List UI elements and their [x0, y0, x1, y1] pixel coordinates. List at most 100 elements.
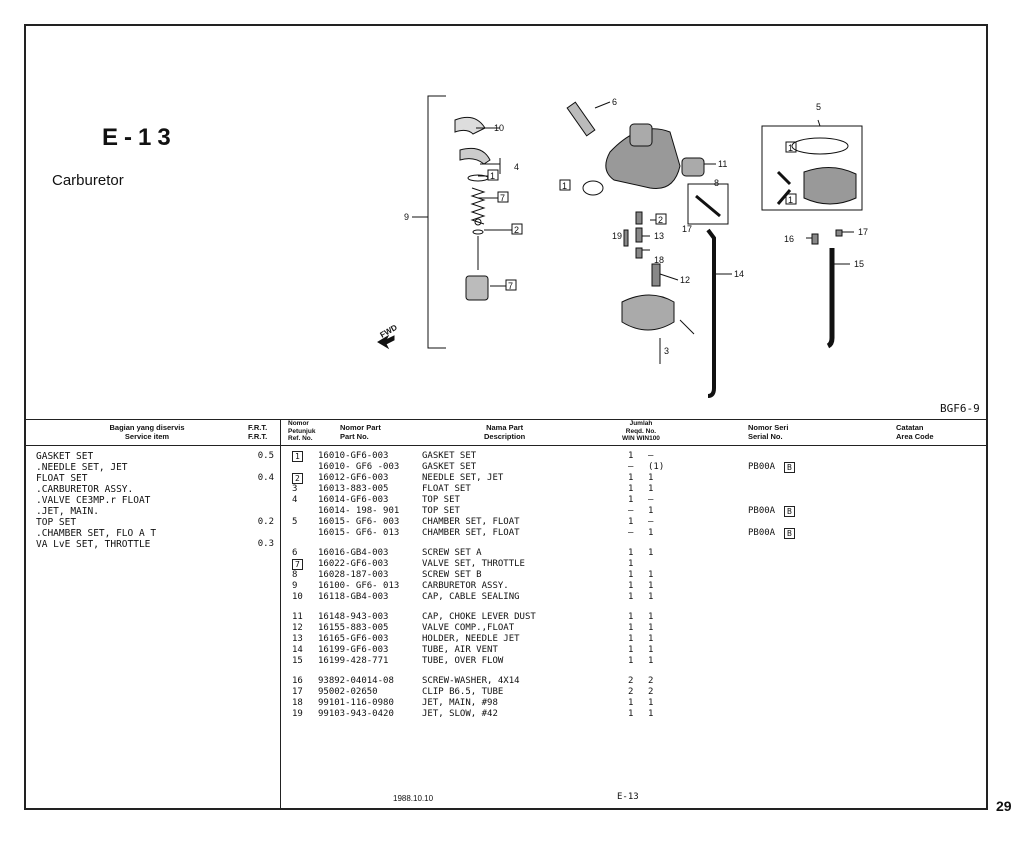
qty-win: 1 — [628, 645, 634, 655]
callout-17-right: 17 — [858, 227, 868, 237]
qty-win100: 1 — [648, 528, 654, 538]
ref-no: 16 — [292, 676, 303, 686]
ref-no: 1 — [292, 451, 303, 462]
description: NEEDLE SET, JET — [422, 473, 504, 483]
qty-win100: — — [648, 495, 654, 505]
section-title: Carburetor — [52, 172, 124, 189]
throttle-valve-part — [465, 275, 489, 301]
ref-no: 14 — [292, 645, 303, 655]
ref-no: 19 — [292, 709, 303, 719]
part-no: 93892-04014-08 — [318, 676, 394, 686]
description: CAP, CHOKE LEVER DUST — [422, 612, 536, 622]
qty-win: — — [628, 506, 634, 516]
description: CARBURETOR ASSY. — [422, 581, 509, 591]
gasket-ring — [582, 180, 604, 196]
ref-no: 12 — [292, 623, 303, 633]
qty-win: 1 — [628, 570, 634, 580]
page-number: 29 — [996, 798, 1012, 814]
qty-win100: 1 — [648, 570, 654, 580]
screw-set-part — [566, 101, 596, 137]
ref-no: 3 — [292, 484, 298, 494]
header-qty: Jumlah Reqd. No. WIN WIN100 — [622, 420, 660, 442]
callout-6: 6 — [612, 97, 617, 107]
qty-win: 2 — [628, 676, 634, 686]
overflow-tube — [826, 248, 835, 349]
ref-no: 6 — [292, 548, 298, 558]
callout-1-gasket: 1 — [562, 181, 567, 191]
description: GASKET SET — [422, 462, 477, 472]
part-no: 16013-883-005 — [318, 484, 389, 494]
description: CLIP B6.5, TUBE — [422, 687, 504, 697]
header-part-no: Nomor Part Part No. — [340, 423, 381, 441]
header-ref-no: Nomor Petunjuk Ref. No. — [288, 420, 316, 442]
description: SCREW-WASHER, 4X14 — [422, 676, 520, 686]
qty-win100: 1 — [648, 656, 654, 666]
air-vent-tube — [706, 228, 716, 398]
part-no: 16016-GB4-003 — [318, 548, 389, 558]
qty-win: 1 — [628, 451, 634, 461]
qty-win100: 1 — [648, 698, 654, 708]
table-top-rule — [26, 419, 986, 420]
header-frt: F.R.T. F.R.T. — [248, 423, 268, 441]
cable-cap-part — [454, 116, 486, 135]
qty-win100: 1 — [648, 709, 654, 719]
header-service-item: Bagian yang diservis Service item — [109, 423, 185, 441]
qty-win100: — — [648, 451, 654, 461]
qty-win100: (1) — [648, 462, 665, 472]
part-no: 99103-943-0420 — [318, 709, 394, 719]
ref-no: 2 — [292, 473, 303, 484]
callout-16: 16 — [784, 234, 794, 244]
callout-4: 4 — [514, 162, 519, 172]
qty-win100: 1 — [648, 634, 654, 644]
qty-win: 1 — [628, 656, 634, 666]
footer-section-code: E-13 — [617, 792, 639, 802]
screw-b-box — [687, 183, 729, 225]
ref-no: 8 — [292, 570, 298, 580]
float-bowl-part — [621, 294, 675, 331]
qty-win100: 1 — [648, 473, 654, 483]
callout-10: 10 — [494, 123, 504, 133]
qty-win: 1 — [628, 548, 634, 558]
service-frt: 0.4 — [257, 473, 274, 483]
description: VALVE SET, THROTTLE — [422, 559, 525, 569]
qty-win100: 1 — [648, 548, 654, 558]
ref-no: 13 — [292, 634, 303, 644]
chamber-set-box — [761, 125, 863, 211]
column-divider-left — [280, 420, 281, 810]
dust-cap-part — [681, 157, 705, 177]
exploded-parts-diagram: 10 4 1 7 2 9 7 6 1 11 8 17 2 19 13 18 12… — [377, 95, 868, 398]
callout-7-top: 7 — [500, 193, 505, 203]
ref-no: 15 — [292, 656, 303, 666]
serial-code-box: B — [784, 506, 795, 517]
callout-12: 12 — [680, 275, 690, 285]
callout-2-mid: 2 — [658, 215, 663, 225]
description: FLOAT SET — [422, 484, 471, 494]
callout-17-left: 17 — [682, 224, 692, 234]
callout-14: 14 — [734, 269, 744, 279]
qty-win100: 1 — [648, 623, 654, 633]
service-frt: 0.5 — [257, 451, 274, 461]
ref-no: 5 — [292, 517, 298, 527]
ref-no: 7 — [292, 559, 303, 570]
description: TUBE, OVER FLOW — [422, 656, 504, 666]
part-no: 16199-GF6-003 — [318, 645, 389, 655]
serial-code-box: B — [784, 462, 795, 473]
description: CHAMBER SET, FLOAT — [422, 517, 520, 527]
part-no: 95002-02650 — [318, 687, 378, 697]
qty-win: 2 — [628, 687, 634, 697]
section-code: E-13 — [102, 124, 177, 151]
qty-win: 1 — [628, 623, 634, 633]
service-frt: 0.3 — [257, 539, 274, 549]
part-no: 16012-GF6-003 — [318, 473, 389, 483]
qty-win: 1 — [628, 559, 634, 569]
callout-2-top: 2 — [514, 225, 519, 235]
callout-9: 9 — [404, 212, 409, 222]
description: HOLDER, NEEDLE JET — [422, 634, 520, 644]
service-item: .VALVE CE3MP.r FLOAT — [36, 495, 151, 506]
part-no: 16010-GF6-003 — [318, 451, 389, 461]
serial-no: PB00A — [748, 528, 776, 538]
part-no: 16199-428-771 — [318, 656, 389, 666]
callout-15: 15 — [854, 259, 864, 269]
qty-win: 1 — [628, 709, 634, 719]
qty-win100: 1 — [648, 612, 654, 622]
